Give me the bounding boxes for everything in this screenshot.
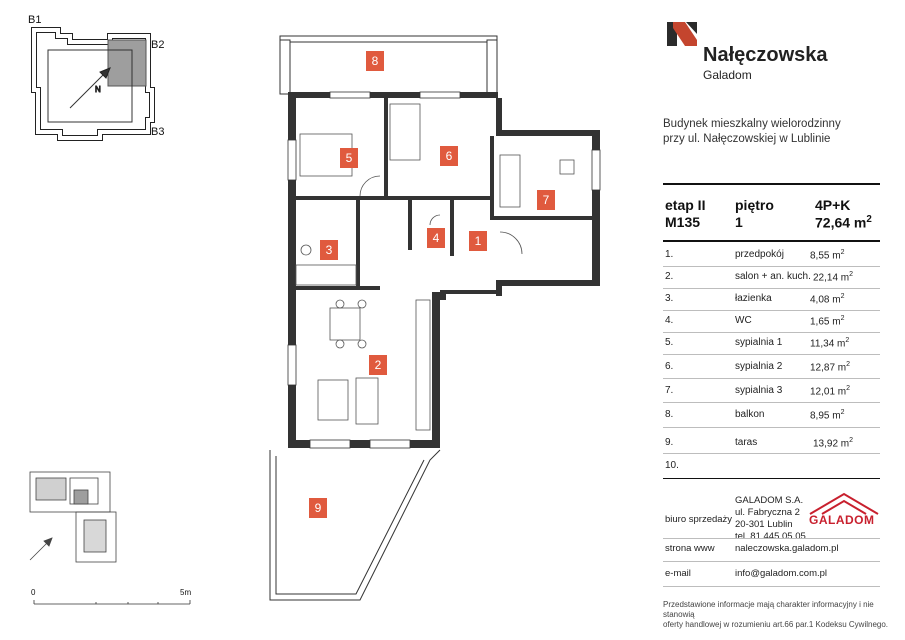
table-row: 10. (665, 460, 679, 471)
scale-bar (33, 600, 191, 605)
floor-label: piętro (735, 197, 774, 213)
plan-room-number-7: 7 (537, 190, 555, 210)
plan-room-number-6: 6 (440, 146, 458, 166)
plan-room-number-8: 8 (366, 51, 384, 71)
plan-room-number-1: 1 (469, 231, 487, 251)
plan-room-number-5: 5 (340, 148, 358, 168)
galadom-logo-roof-icon (809, 492, 879, 515)
table-row: 2.salon + an. kuch.22,14 m2 (665, 271, 854, 284)
brand-title: Nałęczowska (703, 44, 828, 66)
website-label: strona www (665, 543, 715, 554)
building-line-1: Budynek mieszkalny wielorodzinny (663, 118, 841, 130)
balcony-outline (279, 35, 498, 95)
svg-text:N: N (95, 85, 101, 94)
plan-room-number-4: 4 (427, 228, 445, 248)
site-plan-diagram (29, 471, 117, 563)
disclaimer: Przedstawione informacje mają charakter … (663, 600, 889, 629)
floor-number: 1 (735, 214, 743, 230)
building-description: Budynek mieszkalny wielorodzinny przy ul… (663, 117, 841, 147)
sales-office-address: GALADOM S.A. ul. Fabryczna 2 20-301 Lubl… (735, 495, 806, 542)
plan-room-number-9: 9 (309, 498, 327, 518)
galadom-logo-text: GALADOM (809, 513, 875, 527)
room-count: 4P+K (815, 197, 851, 213)
scale-end-label: 5m (180, 588, 192, 597)
email-link[interactable]: info@galadom.com.pl (735, 568, 828, 579)
keyplan-label-b3: B3 (151, 126, 165, 138)
website-link[interactable]: naleczowska.galadom.pl (735, 543, 839, 554)
email-label: e-mail (665, 568, 691, 579)
terrace-outline (269, 449, 441, 601)
sales-office-label: biuro sprzedaży (665, 514, 733, 525)
brand-subtitle: Galadom (703, 68, 752, 82)
key-plan-diagram: N (31, 27, 155, 141)
furniture (295, 103, 575, 431)
header-bottom-rule (663, 240, 880, 242)
keyplan-label-b2: B2 (151, 39, 165, 51)
stage-label: etap II (665, 197, 706, 213)
naleczowska-logo-mark (667, 22, 697, 46)
plan-room-number-2: 2 (369, 355, 387, 375)
windows (287, 91, 601, 449)
scale-start-label: 0 (31, 588, 36, 597)
header-top-rule (663, 183, 880, 185)
apartment-walls (288, 92, 600, 448)
plan-room-number-3: 3 (320, 240, 338, 260)
keyplan-label-b1: B1 (28, 14, 42, 26)
apartment-code: M135 (665, 214, 701, 230)
building-line-2: przy ul. Nałęczowskiej w Lublinie (663, 133, 831, 145)
total-area: 72,64 m2 (815, 214, 872, 231)
